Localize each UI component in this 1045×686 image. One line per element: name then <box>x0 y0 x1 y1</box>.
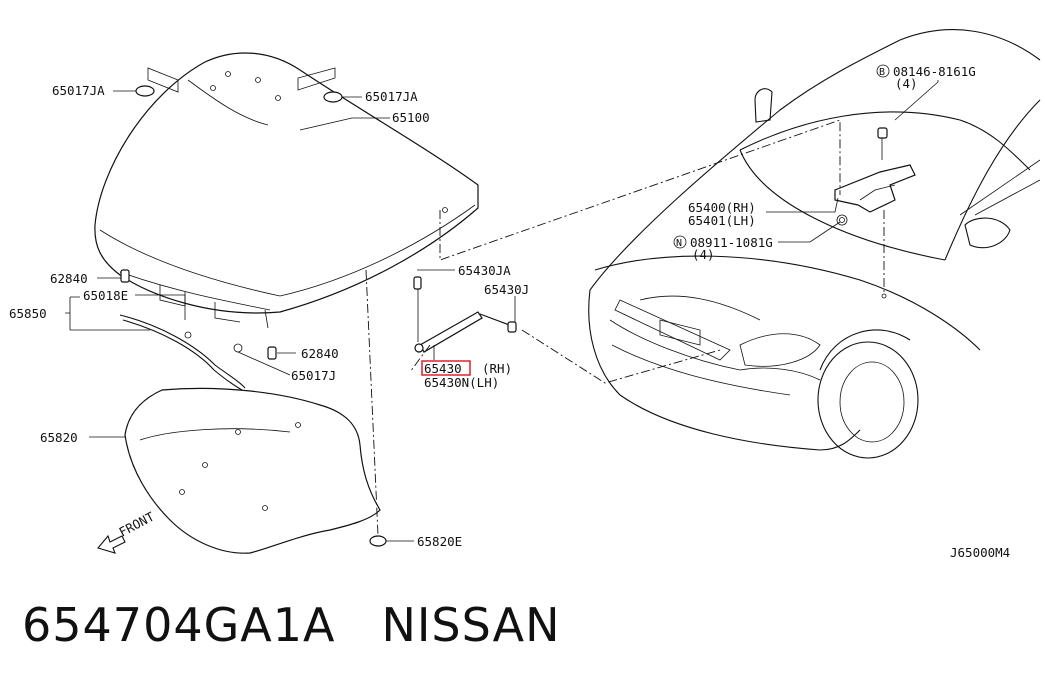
label-65430n: 65430N(LH) <box>424 375 499 390</box>
label-65820: 65820 <box>40 430 78 445</box>
label-65430j: 65430J <box>484 282 529 297</box>
grommet-65017ja-left <box>135 85 155 97</box>
svg-text:FRONT: FRONT <box>116 509 157 540</box>
part-labels: 65017JA 65017JA 65100 62840 65018E 65850… <box>9 64 1010 560</box>
label-65401: 65401(LH) <box>688 213 756 228</box>
front-arrow-icon: FRONT <box>97 509 157 554</box>
vehicle-body <box>588 29 1041 459</box>
label-62840-left: 62840 <box>50 271 88 286</box>
label-65820e: 65820E <box>417 534 462 549</box>
label-65430-rh: (RH) <box>482 361 512 376</box>
label-65017ja-right: 65017JA <box>365 89 418 104</box>
label-nut-prefix: N <box>676 238 682 249</box>
label-65400: 65400(RH) <box>688 200 756 215</box>
label-65100: 65100 <box>392 110 430 125</box>
clip-65820e <box>369 535 387 547</box>
label-bolt-prefix: B <box>879 67 885 78</box>
label-65017j: 65017J <box>291 368 336 383</box>
grommet-65017ja-right <box>323 91 343 103</box>
label-62840-right: 62840 <box>301 346 339 361</box>
brand-name: NISSAN <box>381 598 561 652</box>
footer-caption: 654704GA1A NISSAN <box>22 598 561 652</box>
label-65017ja-left: 65017JA <box>52 83 105 98</box>
bumper-62840-left <box>120 269 130 283</box>
hood-seal <box>119 314 246 391</box>
label-65018e: 65018E <box>83 288 128 303</box>
label-65430-highlighted: 65430 <box>424 361 462 376</box>
label-08146: 08146-8161G <box>893 64 976 79</box>
hood-hinge <box>834 127 916 299</box>
label-08911-qty: (4) <box>692 247 715 262</box>
bumper-62840-right <box>267 346 277 360</box>
label-65430ja: 65430JA <box>458 263 511 278</box>
label-65850: 65850 <box>9 306 47 321</box>
hood-panel <box>94 52 479 329</box>
hood-insulator <box>124 387 381 554</box>
label-08911: 08911-1081G <box>690 235 773 250</box>
parts-diagram: FRONT <box>9 29 1041 560</box>
label-08146-qty: (4) <box>895 76 918 91</box>
hood-stay-strut <box>413 276 517 353</box>
highlight-box-65430 <box>421 360 471 376</box>
part-number: 654704GA1A <box>22 598 336 652</box>
leader-lines <box>65 80 939 542</box>
diagram-code: J65000M4 <box>950 545 1010 560</box>
